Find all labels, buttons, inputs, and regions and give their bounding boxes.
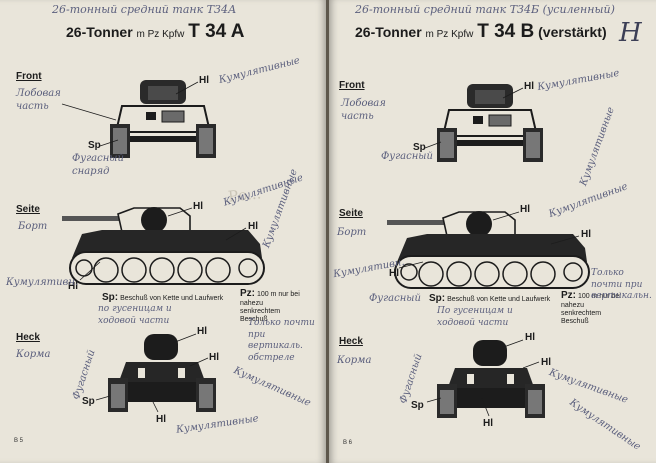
page-title: 26-Tonner m Pz Kpfw T 34 B (verstärkt)	[355, 21, 607, 43]
page-title: 26-Tonner m Pz Kpfw T 34 A	[66, 21, 245, 43]
sp-legend: Sp: Beschuß von Kette und Laufwerk	[429, 293, 561, 305]
handwritten-title: 26-тонный средний танк Т34Б (усиленный)	[355, 3, 615, 16]
book-gutter	[326, 0, 329, 463]
rear-leaders	[95, 333, 209, 413]
hw-perpendicular: Только почти при вертикаль. обстреле	[248, 318, 315, 364]
page-number: B 6	[343, 440, 353, 446]
pz-legend: Pz: 100 m nur bei nahezu senkrechtem Bes…	[240, 288, 300, 324]
section-rear-label: Heck	[339, 336, 363, 347]
title-suffix: (verstärkt)	[538, 24, 607, 40]
hw-chassis: По гусеницам и ходовой части	[437, 306, 513, 328]
sp-legend-key: Sp:	[429, 293, 446, 304]
side-leaders	[398, 211, 580, 269]
rear-hl-label-3: Hl	[483, 418, 493, 429]
title-model: T 34 B	[477, 21, 535, 42]
title-model: T 34 A	[188, 21, 245, 42]
page-t34a: Рo... 26-тонный средний танк Т34А 26-Ton…	[0, 0, 326, 463]
sp-legend-text: Beschuß von Kette und Laufwerk	[120, 295, 224, 302]
front-hl-label: Hl	[524, 81, 534, 92]
rear-hl-label-1: Hl	[525, 332, 535, 343]
hw-chassis: по гусеницам и ходовой части	[98, 304, 172, 326]
front-note: Лобовая часть	[341, 98, 386, 122]
title-class: m Pz Kpfw	[136, 29, 185, 40]
section-side-label: Seite	[16, 204, 40, 215]
tank-rear-view	[437, 340, 545, 418]
side-leaders	[79, 207, 247, 281]
rear-note: Корма	[337, 355, 372, 366]
side-hl-label-1: Hl	[520, 204, 530, 215]
title-tonnage: 26-Tonner	[355, 24, 422, 40]
handwritten-title: 26-тонный средний танк Т34А	[52, 3, 237, 16]
front-note: Лобовая часть	[16, 88, 61, 112]
front-sp-label: Sp	[413, 142, 426, 153]
front-hl-label: Hl	[199, 75, 209, 86]
tank-side-view	[387, 211, 590, 289]
rear-sp-label: Sp	[411, 400, 424, 411]
sp-legend: Sp: Beschuß von Kette und Laufwerk	[102, 292, 232, 304]
side-hl-label-1: Hl	[193, 201, 203, 212]
pz-legend-key: Pz:	[561, 290, 576, 301]
side-hw-fragment: Фугасный	[369, 293, 421, 304]
section-front-label: Front	[339, 80, 365, 91]
rear-sp-label: Sp	[82, 396, 95, 407]
front-hw-fragment: Фугасный снаряд	[72, 153, 124, 177]
front-leaders	[61, 81, 199, 147]
rear-leaders	[426, 339, 540, 417]
side-hw-left: Кумулятивн.	[6, 277, 79, 288]
front-sp-label: Sp	[88, 140, 101, 151]
side-hl-label-2: Hl	[248, 221, 258, 232]
rear-hl-label-2: Hl	[541, 357, 551, 368]
section-side-label: Seite	[339, 208, 363, 219]
sp-legend-text: Beschuß von Kette und Laufwerk	[447, 296, 551, 303]
section-rear-label: Heck	[16, 332, 40, 343]
rear-note: Корма	[16, 349, 51, 360]
section-front-label: Front	[16, 71, 42, 82]
signature: Н	[619, 18, 642, 48]
sp-legend-key: Sp:	[102, 292, 119, 303]
title-tonnage: 26-Tonner	[66, 24, 133, 40]
side-hl-label-3: Hl	[68, 281, 78, 292]
page-t34b: 26-тонный средний танк Т34Б (усиленный) …	[329, 0, 656, 463]
side-hl-label-3: Hl	[389, 268, 399, 279]
side-note: Борт	[18, 221, 48, 232]
tank-front-view	[437, 84, 543, 162]
page-number: B 5	[14, 438, 24, 444]
front-leaders	[424, 87, 524, 149]
pz-legend: Pz: 100 m nur bei nahezu senkrechtem Bes…	[561, 290, 625, 326]
tank-rear-view	[108, 334, 216, 412]
rear-hl-label-1: Hl	[197, 326, 207, 337]
side-note: Борт	[337, 227, 367, 238]
tank-side-view	[62, 207, 265, 285]
pz-legend-text: 100 m nur bei nahezu senkrechtem Beschuß	[240, 291, 300, 323]
front-hw-fragment: Фугасный	[381, 151, 433, 162]
tank-front-view	[110, 80, 216, 158]
title-class: m Pz Kpfw	[425, 29, 474, 40]
rear-hl-label-2: Hl	[209, 352, 219, 363]
hw-perpendicular: Только почти при вертикальн.	[591, 268, 652, 302]
rear-hl-label-3: Hl	[156, 414, 166, 425]
pz-legend-key: Pz:	[240, 288, 255, 299]
pz-legend-text: 100 m nur bei nahezu senkrechtem Beschuß	[561, 293, 621, 325]
side-hl-label-2: Hl	[581, 229, 591, 240]
